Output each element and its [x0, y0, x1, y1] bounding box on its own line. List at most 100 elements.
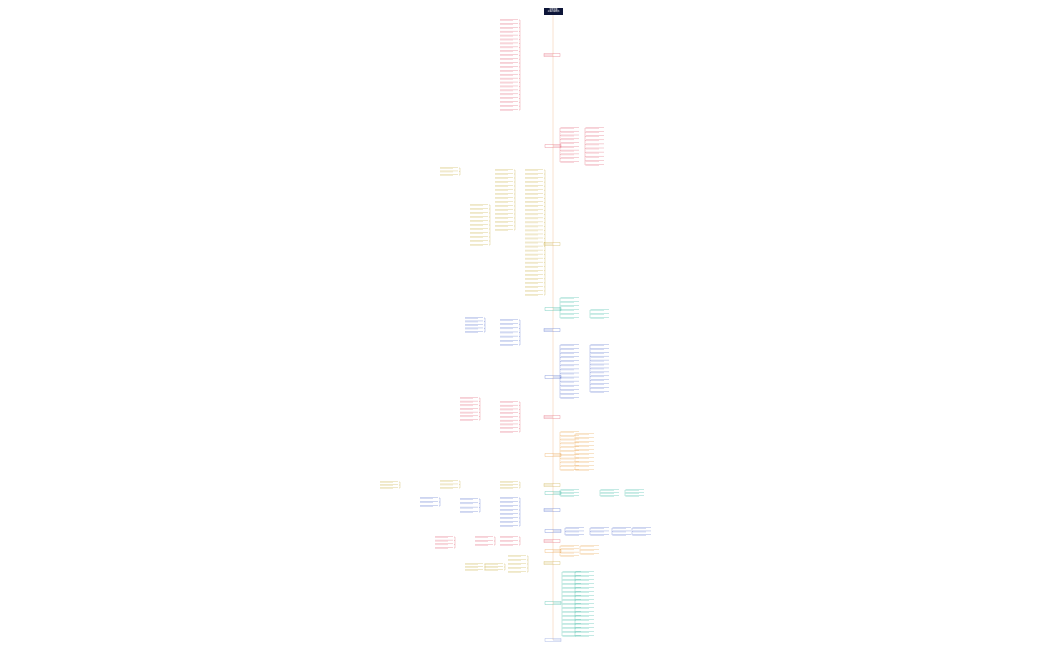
- leaf-text-line2-b3-1-6: [495, 194, 508, 195]
- leaf-text-line-b9-1-2: [440, 487, 458, 488]
- leaf-text-line-b14-0-3: [561, 555, 579, 556]
- root-node[interactable]: 思维导图 主题内容概览: [544, 8, 563, 15]
- leaf-text-line-b12-2-1: [613, 530, 631, 532]
- branch-node-b3: [543, 242, 561, 246]
- leaf-text-line2-b1-0-21: [500, 102, 513, 103]
- leaf-text-line-b3-0-27: [525, 278, 543, 279]
- leaf-text-line-b2-1-7: [586, 155, 604, 157]
- leaf-text-line2-b16-0-1: [563, 576, 576, 577]
- leaf-text-line-b11-2-0: [420, 497, 438, 498]
- leaf-text-line2-b2-0-2: [561, 135, 574, 137]
- leaf-text-line-b9-0-1: [500, 484, 518, 485]
- leaf-text-line-b9-2-1: [380, 484, 398, 485]
- leaf-text-line-b13-2-1: [435, 539, 453, 541]
- leaf-text-line2-b8-0-4: [561, 447, 574, 448]
- leaf-text-line-b10-1-2: [601, 495, 619, 496]
- leaf-text-line2-b3-0-17: [525, 238, 538, 240]
- leaf-text-line-b6-0-10: [561, 384, 579, 386]
- leaf-text-line2-b6-1-5: [591, 364, 604, 366]
- branch-node-b11: [543, 508, 561, 512]
- leaf-text-line2-b6-0-8: [561, 377, 574, 379]
- leaf-text-line-b6-1-7: [591, 371, 609, 373]
- leaf-text-line2-b6-0-1: [561, 349, 574, 350]
- leaf-text-line-b2-1-0: [586, 127, 604, 128]
- leaf-text-line2-b10-0-0: [561, 490, 574, 491]
- leaf-text-line2-b2-1-3: [586, 140, 599, 142]
- leaf-text-line-b11-0-1: [500, 501, 518, 502]
- leaf-text-line-b8-1-3: [576, 445, 594, 446]
- leaf-text-line-b6-1-11: [591, 387, 609, 388]
- leaf-text-line2-b2-1-0: [586, 128, 599, 129]
- leaf-text-line2-b2-1-4: [586, 144, 599, 146]
- leaf-text-line-b3-0-14: [525, 225, 543, 227]
- leaf-text-line2-b15-0-1: [508, 560, 521, 561]
- leaf-text-line-b15-2-2: [465, 569, 483, 570]
- leaf-text-line-b4-0-2: [561, 305, 579, 306]
- leaf-text-line2-b5-0-2: [500, 328, 513, 330]
- leaf-text-line2-b14-1-0: [581, 546, 594, 547]
- leaf-text-line2-b9-1-1: [440, 484, 453, 486]
- leaf-text-line-b5-1-3: [465, 327, 483, 329]
- leaf-text-line2-b12-2-1: [613, 531, 626, 533]
- leaf-text-line2-b11-1-2: [460, 507, 473, 509]
- leaf-text-line-b13-1-1: [475, 540, 493, 541]
- leaf-text-line2-b7-1-4: [460, 412, 473, 414]
- leaf-text-line2-b7-1-6: [460, 420, 473, 421]
- leaf-text-line2-b16-1-11: [576, 616, 589, 617]
- leaf-text-line-b3-3-1: [440, 170, 458, 172]
- leaf-text-line-b15-1-2: [485, 569, 503, 570]
- leaf-text-line2-b11-0-7: [500, 526, 513, 527]
- leaf-text-line2-b16-1-7: [576, 600, 589, 601]
- leaf-text-line-b3-0-25: [525, 270, 543, 271]
- leaf-text-line-b10-2-0: [626, 489, 644, 490]
- leaf-text-line-b1-0-6: [500, 42, 518, 44]
- leaf-text-line-b3-1-10: [495, 209, 513, 210]
- leaf-text-line-b1-0-12: [500, 66, 518, 67]
- leaf-text-line-b2-1-9: [586, 164, 604, 165]
- node-layer: [380, 19, 651, 642]
- leaf-text-line2-b1-0-3: [500, 31, 513, 33]
- leaf-text-line2-b16-0-11: [563, 616, 576, 617]
- leaf-text-line2-b15-1-0: [485, 564, 498, 565]
- leaf-text-line-b3-2-7: [470, 232, 488, 233]
- leaf-text-line-b5-1-4: [465, 331, 483, 332]
- leaf-text-line-b16-0-15: [563, 631, 581, 632]
- leaf-text-line2-b12-2-2: [613, 535, 626, 536]
- leaf-text-line-b8-0-3: [561, 442, 579, 444]
- leaf-text-line2-b2-0-8: [561, 158, 574, 159]
- leaf-text-line-b6-1-6: [591, 367, 609, 369]
- leaf-text-line2-b6-1-6: [591, 368, 604, 370]
- leaf-text-line-b10-0-0: [561, 489, 579, 490]
- leaf-text-line2-b1-0-7: [500, 47, 513, 49]
- leaf-text-line2-b15-1-2: [485, 570, 498, 571]
- leaf-text-line2-b1-0-4: [500, 35, 513, 37]
- leaf-text-line2-b1-0-16: [500, 82, 513, 84]
- leaf-text-line2-b3-1-15: [495, 230, 508, 231]
- leaf-text-line2-b14-0-3: [561, 556, 574, 557]
- leaf-text-line2-b16-1-10: [576, 612, 589, 613]
- leaf-text-line2-b16-1-14: [576, 628, 589, 629]
- leaf-text-line-b16-1-5: [576, 591, 594, 592]
- leaf-text-line2-b9-2-1: [380, 485, 393, 486]
- leaf-text-line2-b15-0-3: [508, 568, 521, 569]
- leaf-text-line2-b12-3-1: [633, 531, 646, 533]
- leaf-text-line2-b8-0-0: [561, 432, 574, 433]
- leaf-text-line-b15-1-1: [485, 566, 503, 567]
- leaf-text-line2-b3-3-1: [440, 171, 453, 173]
- leaf-text-line-b2-0-2: [561, 134, 579, 136]
- leaf-text-line2-b6-1-12: [591, 392, 604, 393]
- leaf-text-line2-b3-0-10: [525, 210, 538, 212]
- leaf-text-line2-b3-0-27: [525, 279, 538, 280]
- leaf-text-line-b6-0-9: [561, 380, 579, 382]
- leaf-text-line2-b12-2-0: [613, 528, 626, 529]
- leaf-text-line-b3-0-13: [525, 221, 543, 223]
- leaf-text-line2-b14-0-1: [561, 549, 574, 551]
- leaf-text-line-b14-1-1: [581, 549, 599, 550]
- leaf-text-line-b16-0-12: [563, 619, 581, 620]
- leaf-text-line2-b5-0-4: [500, 336, 513, 338]
- leaf-text-line-b6-0-11: [561, 389, 579, 390]
- leaf-text-line2-b14-0-2: [561, 552, 574, 554]
- leaf-text-line2-b8-1-8: [576, 466, 589, 467]
- leaf-text-line2-b7-0-8: [500, 432, 513, 433]
